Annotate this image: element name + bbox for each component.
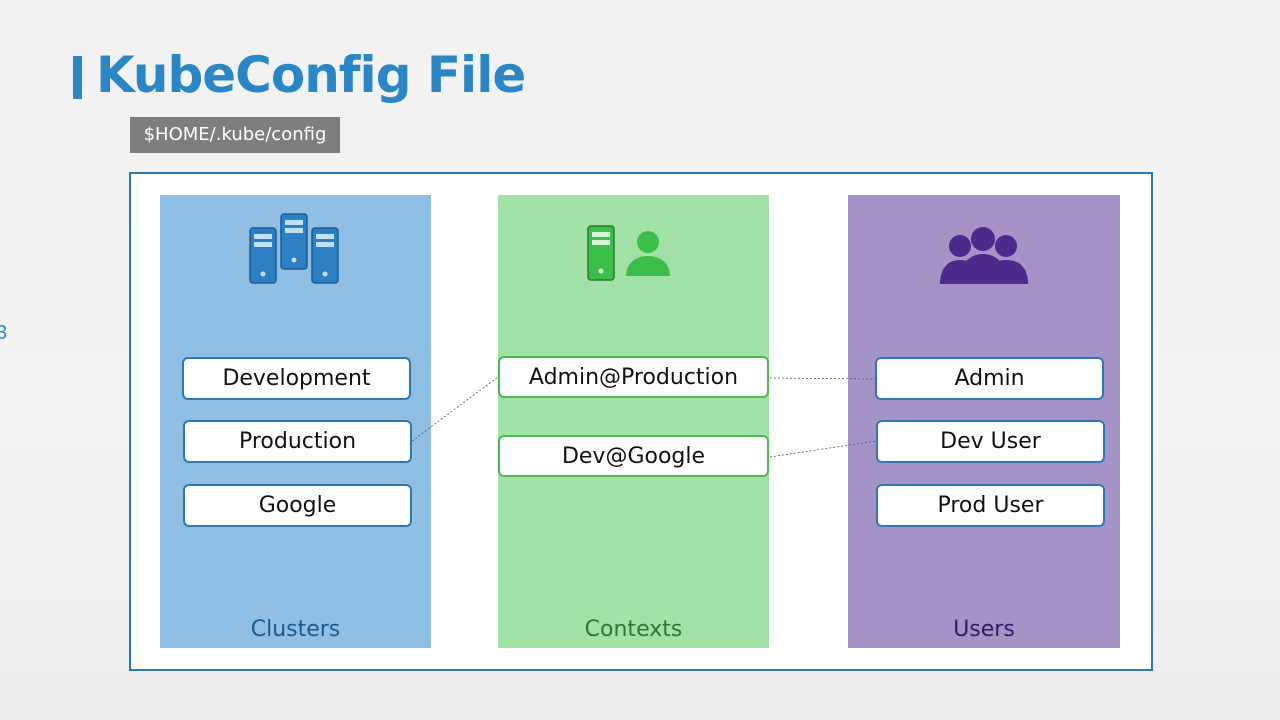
title-accent-bar <box>73 56 82 99</box>
server-user-icon <box>587 225 670 281</box>
context-item-admin-production: Admin@Production <box>498 356 769 398</box>
user-item-admin: Admin <box>875 357 1104 400</box>
cluster-item-google: Google <box>183 484 412 527</box>
config-path-badge: $HOME/.kube/config <box>130 117 340 153</box>
clusters-label: Clusters <box>250 617 341 642</box>
cluster-item-production: Production <box>183 420 412 463</box>
user-item-dev-user: Dev User <box>876 420 1105 463</box>
user-item-prod-user: Prod User <box>876 484 1105 527</box>
user-group-icon <box>940 227 1028 284</box>
contexts-label: Contexts <box>584 617 683 642</box>
page-title: KubeConfig File <box>96 46 526 104</box>
page-marker: 3 <box>0 322 8 344</box>
cluster-item-development: Development <box>182 357 411 400</box>
context-item-dev-google: Dev@Google <box>498 435 769 477</box>
server-cluster-icon <box>249 213 339 284</box>
users-label: Users <box>953 617 1015 642</box>
